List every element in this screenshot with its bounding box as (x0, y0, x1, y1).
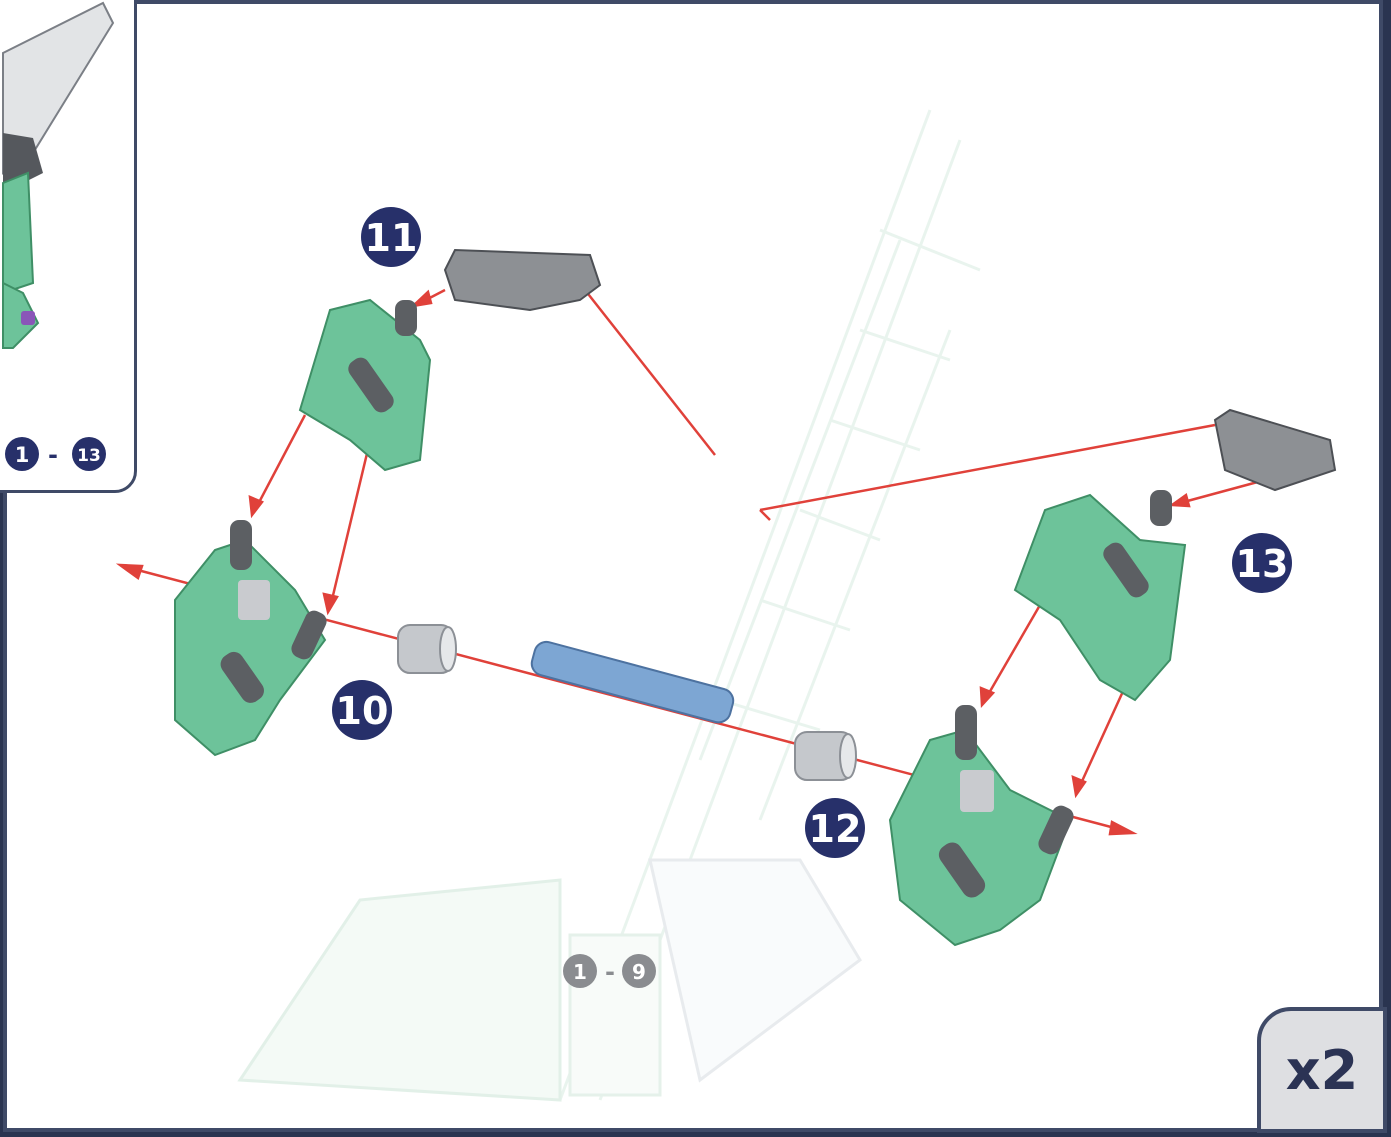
bg-range-end-text: 9 (632, 960, 646, 984)
step-13-text: 13 (1236, 542, 1289, 586)
quantity-multiplier-text: x2 (1286, 1039, 1358, 1102)
step-11-text: 11 (365, 216, 418, 260)
part-gray-corner-connector-right (1215, 410, 1335, 490)
arrow-connector-to-13 (1180, 480, 1265, 503)
background-model (240, 110, 980, 1100)
inset-range-end-text: 13 (77, 446, 101, 466)
arrow-13-to-12-left (985, 605, 1040, 700)
inset-step-range: 1 - 13 (5, 437, 106, 471)
part-step12-green-connector (890, 705, 1077, 945)
line-connector-ref (585, 290, 715, 455)
axle-arrowhead-left (120, 565, 142, 578)
axle-arrowhead-right (1110, 822, 1133, 834)
part-step10-green-connector (175, 520, 330, 755)
background-step-range: 1 - 9 (563, 954, 656, 988)
step-12-text: 12 (809, 807, 862, 851)
bg-range-dash: - (605, 958, 615, 986)
inset-diagram: 1 - 13 (0, 0, 137, 493)
bg-range-start-text: 1 (573, 960, 587, 984)
line-connector2-ref (760, 425, 1215, 510)
step-badge-12: 12 (805, 798, 865, 858)
step-badge-10: 10 (332, 680, 392, 740)
step-badge-11: 11 (361, 207, 421, 267)
inset-range-dash: - (48, 441, 58, 469)
inset-previous-build: 1 - 13 (0, 0, 137, 493)
arrow-11-to-10-left (255, 415, 305, 510)
quantity-multiplier-box: x2 (1257, 1007, 1387, 1133)
part-step13-green-connector (1015, 490, 1185, 700)
inset-model (3, 3, 113, 348)
part-spacer-left (398, 625, 456, 673)
step-badge-13: 13 (1232, 533, 1292, 593)
inset-range-start-text: 1 (15, 443, 30, 467)
step-10-text: 10 (336, 689, 389, 733)
part-step11-green-connector (300, 300, 430, 470)
part-spacer-right (795, 732, 856, 780)
part-gray-corner-connector-top (445, 250, 600, 310)
